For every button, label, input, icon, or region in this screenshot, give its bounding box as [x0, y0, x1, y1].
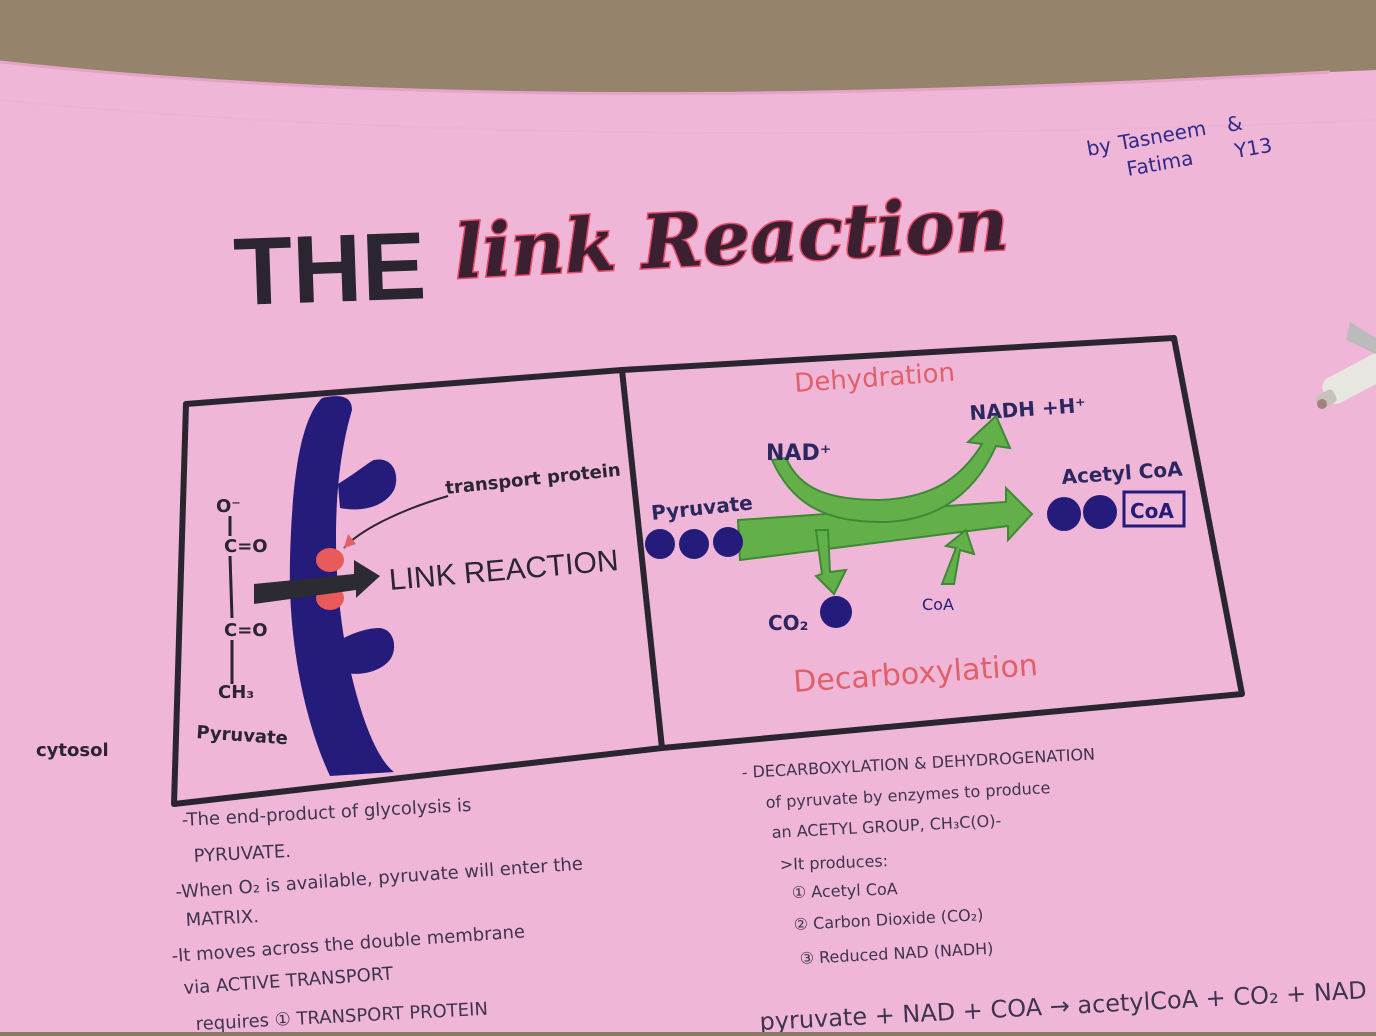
title-the: THE	[232, 212, 428, 326]
acetyl-coa-molecule	[1047, 495, 1117, 531]
svg-text:>It produces:: >It produces:	[779, 851, 888, 874]
svg-text:MATRIX.: MATRIX.	[185, 906, 259, 931]
coa-box	[1122, 490, 1186, 528]
svg-text:by: by	[1085, 133, 1113, 161]
carboxyl-label: C=O	[224, 536, 268, 557]
reaction-arrows	[736, 414, 1034, 596]
carbonyl-label: C=O	[224, 620, 268, 641]
co2-molecule	[820, 596, 852, 628]
right-panel-frame	[621, 335, 1245, 751]
svg-text:PYRUVATE.: PYRUVATE.	[193, 841, 291, 867]
svg-text:① Acetyl CoA: ① Acetyl CoA	[791, 879, 898, 902]
o-minus-label: O⁻	[216, 496, 241, 517]
svg-text:&: &	[1225, 111, 1245, 137]
cytosol-label: cytosol	[36, 740, 109, 761]
coa-box-label: CoA	[1130, 499, 1174, 523]
nad-plus-label: NAD⁺	[766, 441, 831, 466]
marker-pen-icon	[1315, 322, 1376, 409]
pyruvate-molecule	[645, 527, 743, 559]
co2-label: CO₂	[768, 611, 808, 635]
transport-arrow-icon	[254, 560, 380, 604]
coa-input-label: CoA	[922, 595, 954, 614]
methyl-label: CH₃	[218, 682, 254, 703]
